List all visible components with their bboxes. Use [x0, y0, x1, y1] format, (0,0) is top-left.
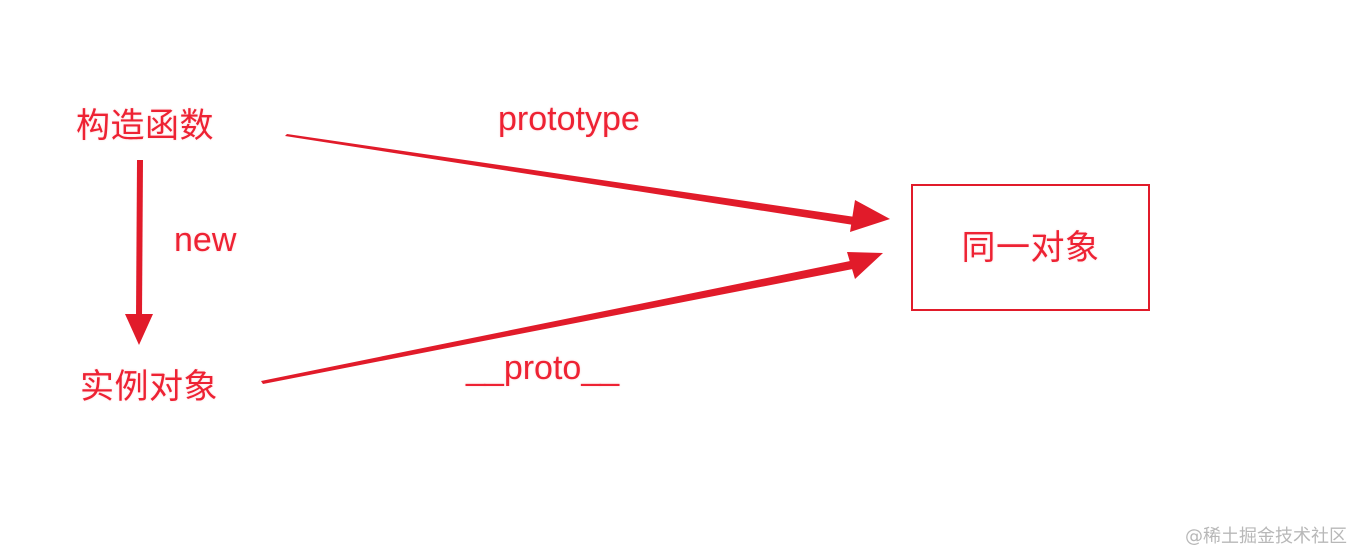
- prototype-edge-label: prototype: [498, 100, 640, 138]
- watermark-text: @稀土掘金技术社区: [1185, 526, 1347, 547]
- new-edge-label: new: [174, 221, 237, 259]
- proto-arrow: [261, 252, 883, 384]
- prototype-arrow: [285, 134, 890, 232]
- shared-object-label: 同一对象: [961, 227, 1100, 268]
- shared-object-node: 同一对象: [911, 184, 1150, 311]
- constructor-label: 构造函数: [76, 106, 214, 146]
- instance-label: 实例对象: [80, 367, 218, 407]
- proto-edge-label: __proto__: [466, 349, 620, 387]
- new-arrow: [125, 160, 153, 345]
